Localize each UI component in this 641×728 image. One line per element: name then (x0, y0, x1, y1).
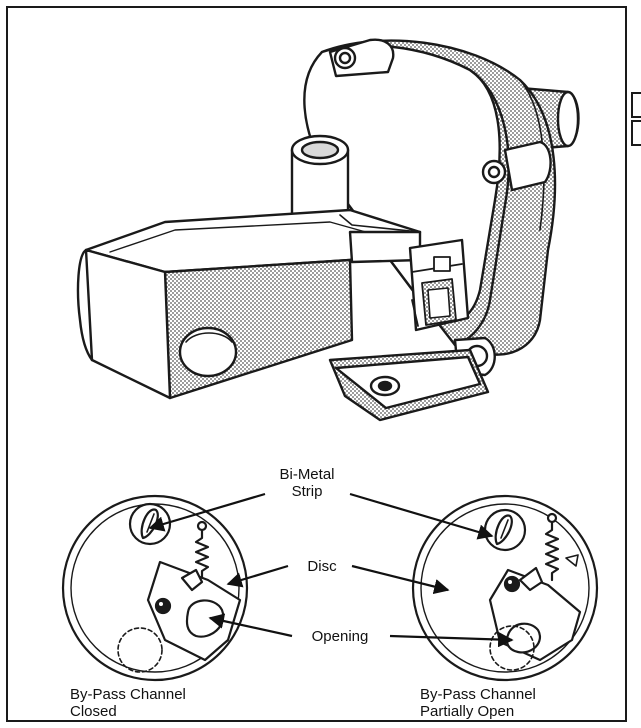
arrow-bimetal-left (148, 492, 266, 532)
arrow-opening-left (208, 613, 293, 638)
label-disc: Disc (307, 558, 337, 575)
valve-assembly (76, 38, 580, 422)
arrow-bimetal-right (349, 492, 494, 540)
edge-tab-top (631, 92, 641, 118)
arrow-disc-right (351, 564, 450, 595)
label-opening: Opening (311, 628, 369, 645)
arrow-disc-left (226, 564, 289, 588)
caption-bypass-closed: By-Pass Channel Closed (70, 686, 186, 720)
disc-closed (61, 494, 249, 682)
figure-border (6, 6, 627, 722)
end-plug (178, 326, 238, 378)
leader-arrows (148, 492, 514, 648)
arrow-opening-right (389, 631, 514, 648)
edge-tab-bottom (631, 120, 641, 146)
caption-bypass-partially-open: By-Pass Channel Partially Open (420, 686, 536, 720)
motor-box-front (163, 258, 354, 400)
label-bimetal-strip: Bi-Metal Strip (279, 466, 335, 500)
